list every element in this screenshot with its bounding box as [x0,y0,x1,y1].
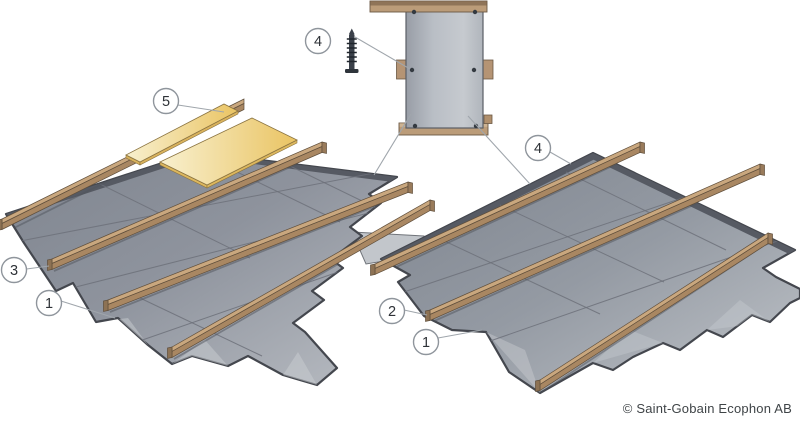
sag-highlight [486,332,540,393]
screw-dot [412,123,418,129]
batten-shadow [109,193,397,313]
callout-circle [412,328,440,356]
callout-5: 5 [152,87,180,115]
screw-dot [411,9,417,15]
callout-label: 2 [388,304,396,320]
wood-batten-r2 [425,163,765,322]
batten-shadow [6,169,131,234]
callout-1-left: 1 [35,289,63,317]
panel-seam [289,165,397,235]
callout-3: 3 [0,256,28,284]
panel-seam [565,171,727,251]
panel-seam [403,189,707,293]
screw-dot [409,67,415,73]
leader-callout-4-right [549,151,572,165]
absorber-strip [125,103,239,163]
wood-batten-3 [103,181,413,312]
callout-label: 5 [162,94,170,110]
screw-tip [349,28,355,34]
batten-end-cap [103,299,109,312]
screw-dot [472,9,478,15]
callout-circle [35,289,63,317]
detail-screws [409,9,479,129]
screw-dot [473,123,479,129]
right-assembly [370,141,800,395]
screw-head [345,69,359,73]
batten-end-cap [429,199,435,212]
panel-seam [139,297,263,357]
callout-circle [152,87,180,115]
batten-end-cap [425,309,431,322]
sag-highlight [283,352,317,385]
detail-side-tab-right [482,59,494,80]
callout-4-detail: 4 [304,27,332,55]
callout-circle [378,297,406,325]
callout-circle [0,256,28,284]
panel-seam [59,199,397,292]
detail-view [369,0,494,136]
leader-callout-3 [26,265,50,270]
leader-detail-to-left [373,113,412,176]
leader-lines [26,36,572,339]
screw-dot [471,67,477,73]
callout-label: 4 [314,34,322,50]
batten-end-cap [767,232,773,245]
right-back-edge [381,153,599,263]
batten-end-cap [639,141,645,154]
screw-threads [346,38,357,63]
screw-icon [345,28,359,73]
wood-batten-r3 [535,232,773,392]
batten-end-cap [370,263,376,276]
callout-4-right: 4 [524,134,552,162]
callout-label: 1 [422,335,430,351]
batten-end-cap [167,346,173,359]
detail-batten-tab [483,114,493,124]
absorber-panel [159,117,298,186]
batten-end-cap [407,181,413,194]
callout-1-right: 1 [412,328,440,356]
detail-panel-body [405,6,484,129]
wood-batten-4 [167,199,435,359]
detail-side-tab-left [396,59,407,80]
leader-screw [354,36,411,70]
callout-label: 4 [534,141,542,157]
detail-batten-top-edge [370,1,487,6]
leader-callout-5 [177,104,225,113]
batten-end-cap [535,379,541,392]
callout-circle [304,27,332,55]
left-assembly [0,98,439,387]
copyright-text: © Saint-Gobain Ecophon AB [623,401,792,416]
callout-2: 2 [378,297,406,325]
callouts: 4 5 3 1 4 2 1 [0,27,552,356]
leader-callout-2 [403,309,428,316]
batten-end-cap [0,218,3,231]
sag-highlight [593,330,663,363]
callout-label: 3 [10,263,18,279]
batten-end-cap [759,163,765,176]
leader-callout-1-right [437,329,483,339]
batten-end-cap [47,258,53,271]
panel-seam [99,183,251,259]
batten-end-cap [321,141,327,154]
callout-circle [524,134,552,162]
leader-callout-1-left [60,300,116,319]
wood-batten-r1 [370,141,645,276]
wood-batten-2 [47,141,327,271]
absorber-panel-yellow [125,103,298,189]
callout-label: 1 [45,296,53,312]
batten-shadow [381,153,639,277]
leader-detail-to-right [467,115,531,185]
batten-shadow [53,153,321,272]
detail-batten-top [369,0,488,13]
